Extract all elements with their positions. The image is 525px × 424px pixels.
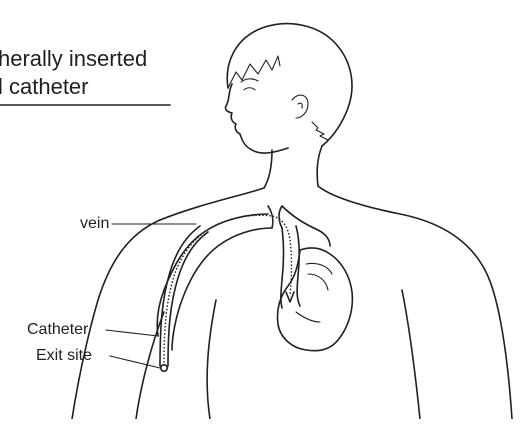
left-torso — [207, 300, 216, 419]
right-torso — [402, 290, 420, 419]
catheter-leader-line — [106, 330, 158, 336]
catheter-outer — [160, 226, 200, 366]
eye — [244, 88, 255, 90]
title-line-2: l catheter — [0, 76, 89, 98]
vein-inner — [172, 228, 272, 350]
vein-right-branch — [282, 206, 330, 246]
title-line-1: herally inserted — [0, 48, 147, 70]
catheter-dotted-path — [164, 215, 292, 362]
catheter-inner — [168, 232, 208, 366]
hair-fringe — [228, 56, 280, 88]
exit-site-leader-line — [110, 356, 160, 368]
head-back — [317, 146, 322, 186]
exit-site-marker — [161, 365, 167, 371]
ear — [292, 95, 308, 118]
label-catheter: Catheter — [27, 322, 88, 338]
right-shoulder — [318, 186, 512, 419]
neck-left — [264, 150, 272, 188]
face-profile — [225, 84, 288, 153]
hair-outline — [227, 24, 352, 146]
heart-vessel — [306, 263, 332, 290]
label-vein: vein — [80, 216, 109, 232]
jugular-vein-right — [279, 206, 282, 228]
heart-ventricle-line — [296, 312, 320, 322]
jugular-vein-left — [268, 206, 273, 228]
eyebrow — [241, 79, 258, 82]
label-exit-site: Exit site — [36, 348, 92, 364]
hair-lock — [312, 122, 328, 140]
